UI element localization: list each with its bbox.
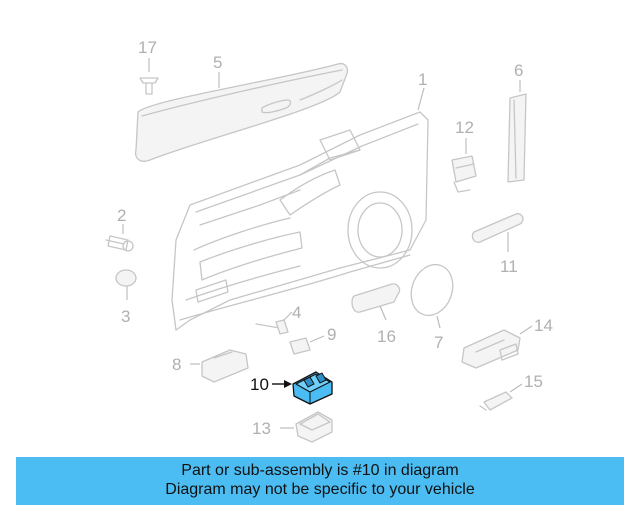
callout-2: 2	[117, 206, 126, 225]
callout-7: 7	[434, 333, 443, 352]
part-11-handle[interactable]	[471, 213, 524, 252]
callout-3: 3	[121, 307, 130, 326]
callout-6: 6	[514, 61, 523, 80]
callout-11: 11	[500, 257, 518, 276]
part-8-control-unit[interactable]	[190, 349, 249, 383]
banner-line-2: Diagram may not be specific to your vehi…	[165, 481, 475, 498]
callout-17: 17	[138, 38, 157, 57]
callout-10-arrow	[272, 380, 292, 388]
part-1-door-panel[interactable]	[171, 87, 429, 331]
part-10-switch-highlighted[interactable]	[292, 371, 333, 405]
callout-12: 12	[455, 118, 474, 137]
part-17-clip[interactable]	[139, 58, 159, 95]
callout-5: 5	[213, 53, 222, 72]
part-12-switch[interactable]	[451, 138, 477, 193]
part-15-bulb[interactable]	[479, 383, 523, 411]
part-13-lower-switch[interactable]	[280, 411, 333, 443]
part-14-lamp[interactable]	[461, 325, 533, 369]
parts-diagram: 17 5 1 6 12	[105, 38, 553, 443]
callout-8: 8	[172, 355, 181, 374]
callout-9: 9	[327, 325, 336, 344]
part-16-pull-cup[interactable]	[351, 283, 401, 321]
part-9-small-switch[interactable]	[289, 335, 325, 355]
part-4-bolt[interactable]	[255, 311, 293, 335]
part-7-speaker-cover[interactable]	[404, 259, 459, 329]
banner-line-1: Part or sub-assembly is #10 in diagram	[181, 462, 459, 479]
callout-4: 4	[292, 303, 301, 322]
callout-13: 13	[252, 419, 271, 438]
part-2-screw[interactable]	[105, 224, 134, 252]
part-6-pillar-trim[interactable]	[507, 80, 527, 183]
callout-16: 16	[377, 327, 396, 346]
info-banner: Part or sub-assembly is #10 in diagram D…	[16, 457, 624, 505]
part-5-upper-trim[interactable]	[134, 62, 349, 162]
callout-1: 1	[418, 70, 427, 89]
callout-14: 14	[534, 316, 553, 335]
callout-15: 15	[524, 372, 543, 391]
part-3-grommet[interactable]	[115, 269, 137, 300]
callout-10: 10	[250, 375, 269, 394]
